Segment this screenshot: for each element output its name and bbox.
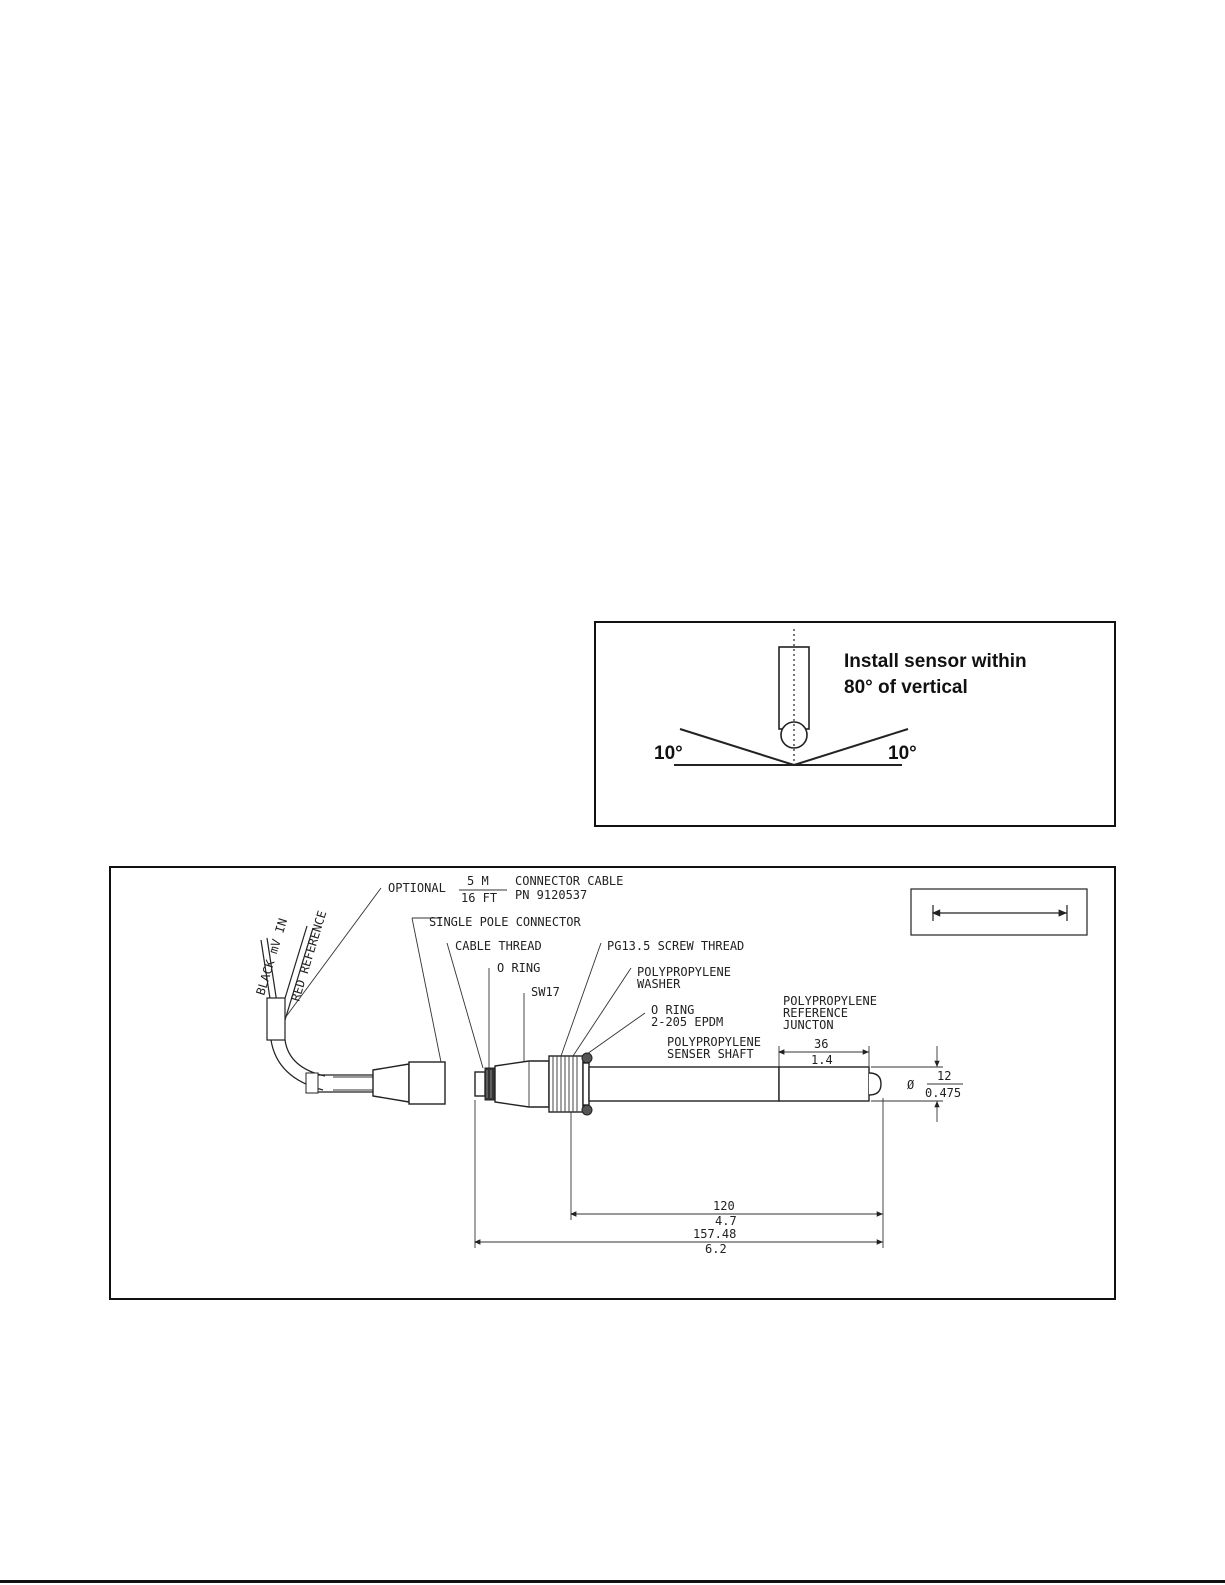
wire-label-black: BLACK mV IN — [253, 917, 290, 997]
callout-washer-line2: WASHER — [637, 977, 681, 991]
callout-cable-thread: CABLE THREAD — [455, 939, 542, 953]
dimension-junction-in: 1.4 — [811, 1053, 833, 1067]
dimension-insertion-mm: 120 — [713, 1199, 735, 1213]
dimension-overall-in: 6.2 — [705, 1242, 727, 1256]
dimension-insertion — [570, 1098, 884, 1248]
callout-pg13-5-screw-thread: PG13.5 SCREW THREAD — [607, 939, 744, 953]
dimension-overall — [474, 1100, 883, 1248]
install-angle-panel: Install sensor within 80° of vertical 10… — [594, 621, 1116, 827]
sensor-body — [474, 1052, 882, 1116]
dimension-junction — [778, 1046, 870, 1067]
dimension-diameter-symbol: Ø — [907, 1078, 915, 1092]
angle-label-left: 10° — [654, 743, 683, 764]
angle-label-right: 10° — [888, 743, 917, 764]
dimension-diameter-in: 0.475 — [925, 1086, 961, 1100]
install-angle-diagram: Install sensor within 80° of vertical 10… — [654, 629, 1027, 766]
sensor-dimension-drawing: OPTIONAL 5 M 16 FT CONNECTOR CABLE PN 91… — [253, 874, 1088, 1256]
angle-line-left — [679, 728, 795, 766]
dimension-insertion-in: 4.7 — [715, 1214, 737, 1228]
callout-o-ring-2-line2: 2-205 EPDM — [651, 1015, 723, 1029]
sensor-drawing-panel: OPTIONAL 5 M 16 FT CONNECTOR CABLE PN 91… — [109, 866, 1116, 1300]
dimension-junction-mm: 36 — [814, 1037, 828, 1051]
page-bottom-rule — [0, 1580, 1225, 1583]
callout-shaft-line2: SENSER SHAFT — [667, 1047, 754, 1061]
callout-shaft-line1: POLYPROPYLENE — [667, 1035, 761, 1049]
callout-connector-cable: CONNECTOR CABLE — [515, 874, 623, 888]
wire-label-red: RED REFERENCE — [288, 909, 329, 1003]
callout-optional: OPTIONAL — [388, 881, 446, 895]
callout-leaders — [284, 887, 646, 1069]
callout-cable-length-metric: 5 M — [467, 874, 489, 888]
callout-ref-junction-line1: POLYPROPYLENE — [783, 994, 877, 1008]
install-instruction-line1: Install sensor within — [844, 651, 1027, 672]
dimension-overall-mm: 157.48 — [693, 1227, 736, 1241]
callout-cable-length-imperial: 16 FT — [461, 891, 497, 905]
callout-o-ring-2-line1: O RING — [651, 1003, 694, 1017]
callout-o-ring: O RING — [497, 961, 540, 975]
dimension-diameter-mm: 12 — [937, 1069, 951, 1083]
callout-ref-junction-line2: REFERENCE — [783, 1006, 848, 1020]
callout-sw17: SW17 — [531, 985, 560, 999]
callout-ref-junction-line3: JUNCTON — [783, 1018, 834, 1032]
dimension-diameter — [871, 1046, 963, 1122]
callout-part-number: PN 9120537 — [515, 888, 587, 902]
callout-single-pole-connector: SINGLE POLE CONNECTOR — [429, 915, 581, 929]
angle-line-right — [793, 728, 909, 766]
callout-washer-line1: POLYPROPYLENE — [637, 965, 731, 979]
cable-wires — [260, 925, 373, 1094]
legend-box — [910, 888, 1088, 936]
single-pole-connector — [372, 1061, 446, 1105]
install-instruction-line2: 80° of vertical — [844, 677, 968, 698]
